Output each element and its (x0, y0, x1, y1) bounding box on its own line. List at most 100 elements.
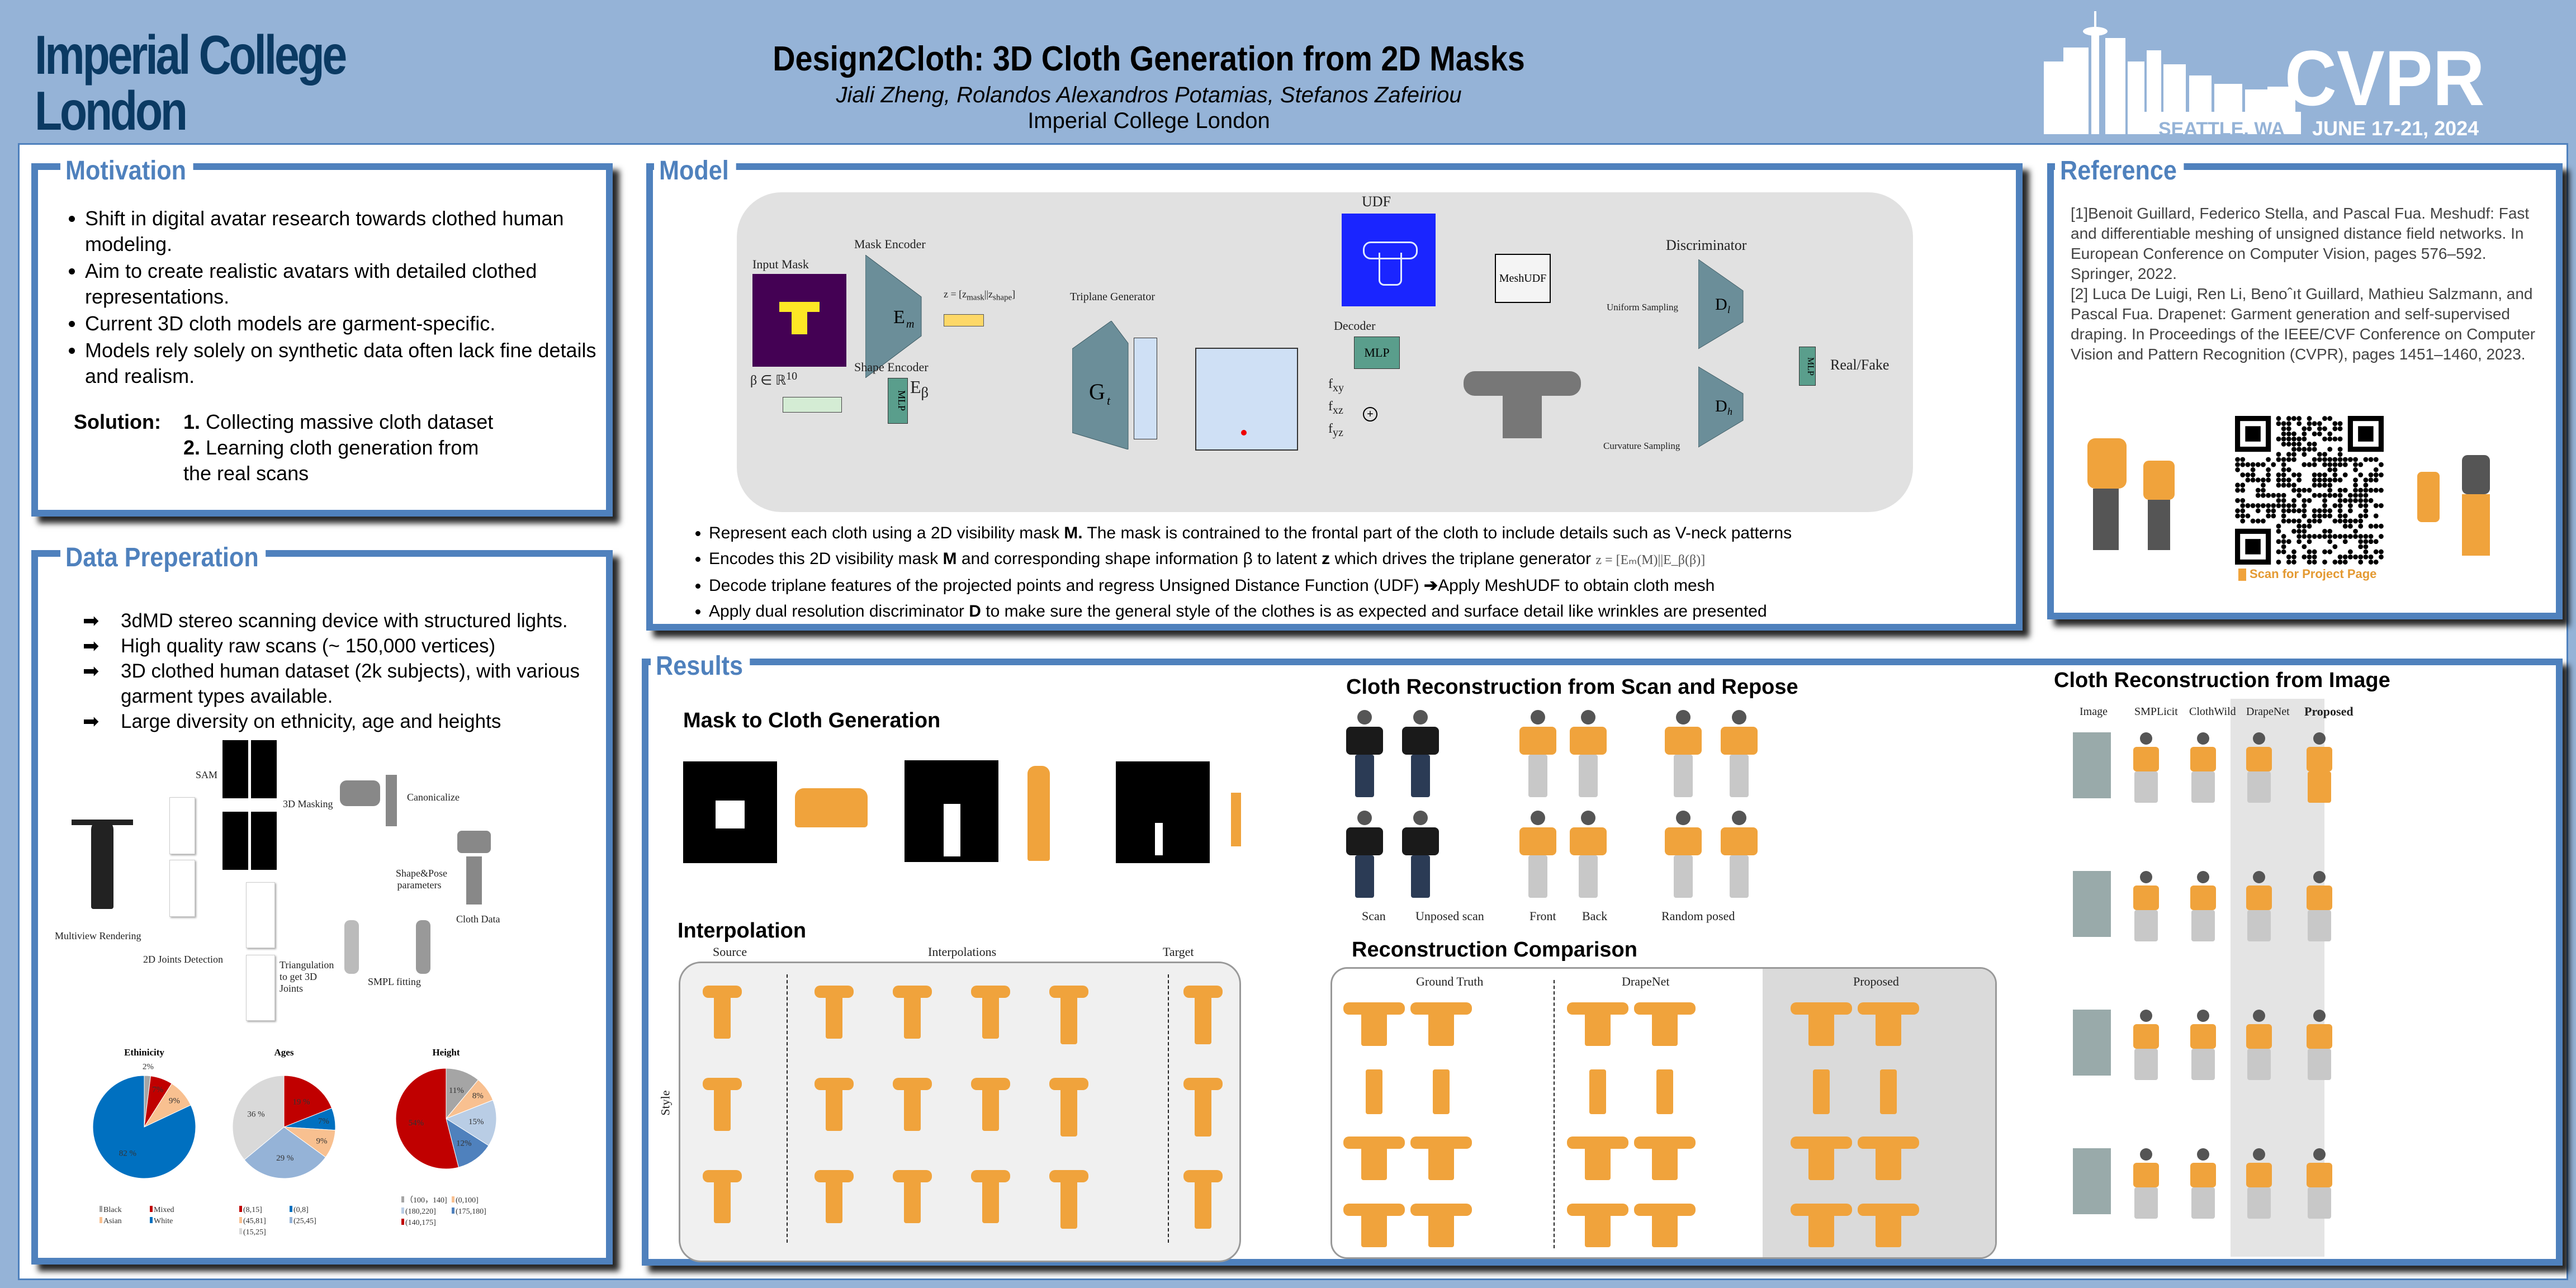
qr-module (2322, 416, 2327, 421)
qr-module (2261, 487, 2266, 493)
qr-code[interactable] (2235, 416, 2384, 565)
qr-module (2347, 457, 2353, 462)
qr-module (2245, 477, 2251, 483)
reference-item: [2] Luca De Luigi, Ren Li, Benoˆıt Guill… (2071, 285, 2536, 363)
legend-label: (8,15] (243, 1206, 262, 1214)
avatar-head (1676, 710, 1690, 724)
avatar-bottom (1674, 855, 1693, 898)
qr-module (2337, 508, 2343, 514)
interpolated-cloth (826, 1178, 842, 1223)
qr-module (2332, 436, 2338, 442)
interpolated-cloth (971, 1078, 1010, 1090)
qr-module (2337, 503, 2343, 508)
qr-module (2337, 452, 2343, 457)
qr-module (2276, 498, 2281, 503)
qr-module (2337, 421, 2343, 427)
qr-module (2291, 549, 2296, 555)
reconstructed-top (2190, 747, 2216, 771)
qr-module (2358, 493, 2364, 498)
qr-module (2332, 518, 2338, 524)
qr-module (2379, 462, 2384, 467)
qr-module (2332, 426, 2338, 432)
qr-module (2302, 513, 2307, 519)
qr-finder (2245, 426, 2261, 442)
real-fake-label: Real/Fake (1830, 357, 1890, 373)
qr-module (2327, 457, 2333, 462)
qr-module (2322, 549, 2327, 555)
qr-module (2296, 477, 2302, 483)
mask-image (251, 812, 277, 870)
qr-module (2276, 472, 2281, 477)
arrow-right-icon: ➡ (83, 610, 100, 632)
comparison-cloth (1428, 1145, 1454, 1180)
sum-icon: + (1363, 407, 1377, 422)
avatar-head (1676, 811, 1690, 825)
avatar-top (1721, 727, 1758, 755)
svg-text:CVPR: CVPR (2285, 34, 2485, 122)
qr-module (2286, 560, 2291, 565)
qr-module (2322, 534, 2327, 539)
qr-module (2347, 549, 2353, 555)
qr-module (2373, 549, 2379, 555)
data-prep-list: ➡3dMD stereo scanning device with struct… (83, 608, 586, 734)
qr-module (2317, 431, 2322, 437)
qr-module (2296, 518, 2302, 524)
render-view-image (169, 797, 195, 854)
comparison-cloth (1652, 1011, 1678, 1046)
qr-module (2373, 487, 2379, 493)
avatar-head (2253, 1010, 2265, 1022)
model-bullet: Apply dual resolution discriminator D to… (709, 599, 2039, 624)
qr-module (2250, 477, 2256, 483)
qr-module (2337, 436, 2343, 442)
latent-z-vector (944, 314, 984, 326)
avatar-head (2313, 1010, 2326, 1022)
qr-module (2373, 513, 2379, 519)
qr-module (2302, 503, 2307, 508)
reconstructed-bottom (2191, 771, 2215, 803)
qr-module (2322, 498, 2327, 503)
qr-module (2266, 508, 2271, 514)
qr-module (2271, 462, 2276, 467)
qr-module (2358, 472, 2364, 477)
avatar-top (1402, 727, 1439, 755)
legend-swatch (401, 1196, 404, 1202)
svg-text:D: D (1715, 295, 1727, 314)
interpolated-cloth (1195, 1178, 1211, 1229)
qr-module (2235, 482, 2240, 488)
qr-module (2312, 462, 2317, 467)
qr-module (2337, 493, 2343, 498)
pie-data-label: 8% (472, 1092, 484, 1101)
qr-module (2312, 421, 2317, 427)
comparison-cloth (1410, 1002, 1472, 1015)
qr-module (2368, 560, 2374, 565)
qr-module (2312, 472, 2317, 477)
joints-3d-figure (344, 920, 359, 974)
qr-module (2353, 467, 2358, 472)
qr-module (2240, 508, 2246, 514)
avatar-top (1519, 827, 1556, 855)
qr-module (2337, 560, 2343, 565)
qr-module (2307, 462, 2312, 467)
interpolated-cloth (815, 1078, 854, 1090)
qr-module (2337, 457, 2343, 462)
avatar-head (2253, 732, 2265, 745)
input-photo (2073, 871, 2111, 937)
reference-title: Reference (2055, 155, 2184, 187)
arrow-right-icon: ➡ (83, 660, 100, 682)
qr-module (2291, 508, 2296, 514)
interpolated-cloth (1049, 986, 1088, 998)
avatar-head (1357, 710, 1372, 724)
qr-module (2358, 534, 2364, 539)
motivation-panel: Motivation Shift in digital avatar resea… (31, 155, 613, 517)
qr-module (2312, 477, 2317, 483)
qr-module (2363, 498, 2369, 503)
pie-data-label: 9% (316, 1137, 328, 1145)
qr-module (2302, 523, 2307, 529)
qr-module (2296, 487, 2302, 493)
interpolated-cloth (815, 986, 854, 998)
qr-module (2312, 554, 2317, 560)
qr-module (2327, 462, 2333, 467)
qr-module (2327, 549, 2333, 555)
pie-data-label: 7% (152, 1085, 163, 1094)
interpolated-cloth (826, 1086, 842, 1131)
